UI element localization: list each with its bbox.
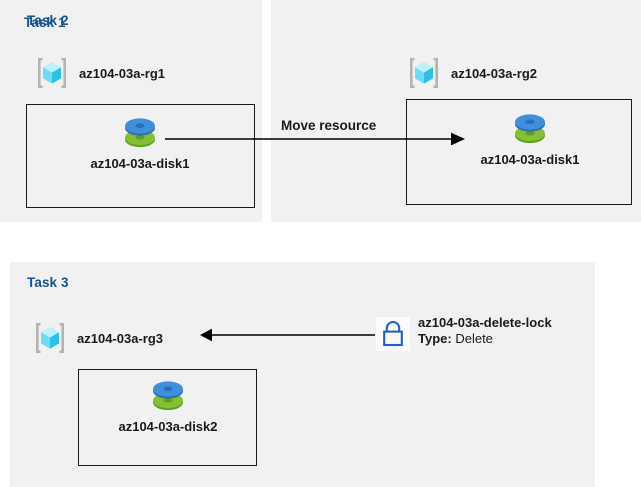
resource-disk-label-1: az104-03a-disk1 <box>90 156 190 171</box>
delete-lock-type-key: Type: <box>418 331 456 347</box>
move-resource-arrow-label: Move resource <box>281 118 377 133</box>
managed-disk-icon <box>80 112 200 154</box>
resource-disk-label-3: az104-03a-disk2 <box>118 419 218 434</box>
resource-group-icon <box>406 55 442 91</box>
lock-icon <box>376 315 410 351</box>
resource-group-label-rg1: az104-03a-rg1 <box>79 65 165 81</box>
delete-lock-text: az104-03a-delete-lock Type: Delete <box>418 315 552 347</box>
resource-disk-2: az104-03a-disk1 <box>470 108 590 167</box>
managed-disk-icon <box>470 108 590 150</box>
delete-lock-type-value: Delete <box>455 331 493 347</box>
resource-disk-label-2: az104-03a-disk1 <box>480 152 580 167</box>
resource-group-icon <box>34 55 70 91</box>
panel-title-task-3: Task 3 <box>27 275 69 290</box>
panel-title-task-1: Task 1 <box>24 15 66 30</box>
panel-title-task-2: Task 2 <box>27 13 69 28</box>
resource-group-row-rg3: az104-03a-rg3 <box>32 320 163 356</box>
managed-disk-icon <box>108 375 228 417</box>
resource-disk-3: az104-03a-disk2 <box>108 375 228 434</box>
resource-group-icon <box>32 320 68 356</box>
resource-disk-1: az104-03a-disk1 <box>80 112 200 171</box>
delete-lock-block: az104-03a-delete-lock Type: Delete <box>376 315 552 351</box>
resource-group-row-rg2: az104-03a-rg2 <box>406 55 537 91</box>
resource-box-task-2 <box>406 99 632 205</box>
resource-group-label-rg3: az104-03a-rg3 <box>77 330 163 346</box>
resource-group-label-rg2: az104-03a-rg2 <box>451 65 537 81</box>
delete-lock-name: az104-03a-delete-lock <box>418 315 552 330</box>
delete-lock-type-line: Type: Delete <box>418 331 552 346</box>
resource-group-row-rg1: az104-03a-rg1 <box>34 55 165 91</box>
